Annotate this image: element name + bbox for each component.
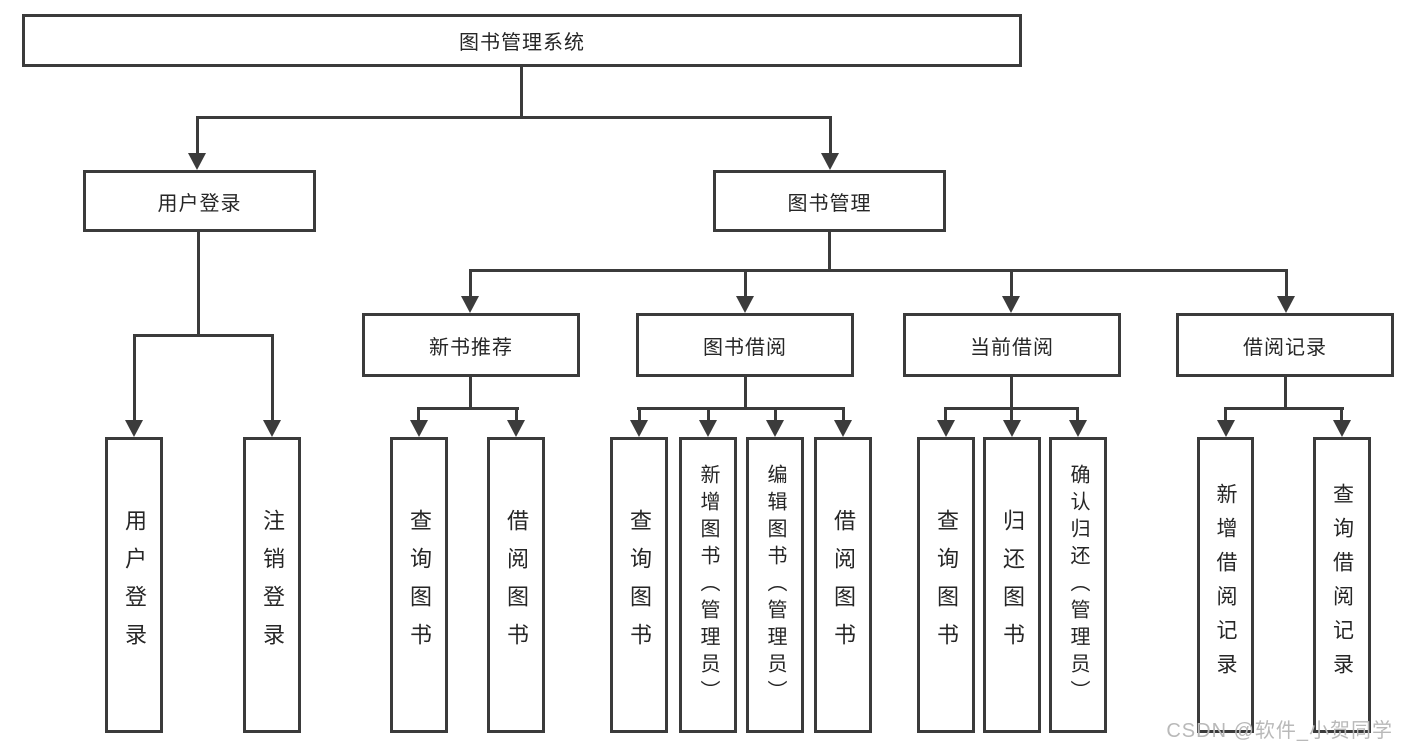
node-label: 查询图书 [627,509,652,661]
arrowhead-down-icon [1002,296,1020,313]
connector-drop [944,407,947,420]
node-label: 借阅图书 [504,509,529,661]
node-add-books-admin: 新增图书（管理员） [679,437,737,733]
node-user-login: 用户登录 [83,170,316,232]
arrowhead-down-icon [1003,420,1021,437]
arrowhead-down-icon [461,296,479,313]
node-label: 确认归还（管理员） [1067,463,1089,707]
node-label: 编辑图书（管理员） [764,463,786,707]
connector-drop [1285,269,1288,296]
node-book-management: 图书管理 [713,170,946,232]
connector-drop [133,334,136,420]
node-label: 查询借阅记录 [1330,483,1354,687]
connector-stem [1284,377,1287,410]
watermark: CSDN @软件_小贺同学 [1166,720,1393,742]
node-logout: 注销登录 [243,437,301,733]
arrowhead-down-icon [1277,296,1295,313]
connector-drop [271,334,274,420]
connector-drop [515,407,518,420]
connector-drop [842,407,845,420]
node-query-books-current: 查询图书 [917,437,975,733]
connector-drop [1224,407,1227,420]
node-label: 借阅记录 [1243,336,1327,359]
node-label: 用户登录 [122,509,147,661]
node-user-login-action: 用户登录 [105,437,163,733]
connector-drop [638,407,641,420]
node-return-books: 归还图书 [983,437,1041,733]
connector-drop [1340,407,1343,420]
node-new-book-recommend: 新书推荐 [362,313,580,377]
arrowhead-down-icon [410,420,428,437]
node-confirm-return-admin: 确认归还（管理员） [1049,437,1107,733]
connector-drop [1010,269,1013,296]
arrowhead-down-icon [834,420,852,437]
arrowhead-down-icon [1069,420,1087,437]
arrowhead-down-icon [1333,420,1351,437]
arrowhead-down-icon [507,420,525,437]
node-label: 新增借阅记录 [1214,483,1237,687]
connector-user-login-drop [196,116,199,153]
connector-drop [469,269,472,296]
connector-drop [744,269,747,296]
node-query-borrow-record: 查询借阅记录 [1313,437,1371,733]
connector-level2-bar [469,269,1288,272]
connector-user-login-bar [133,334,274,337]
node-label: 新书推荐 [429,336,513,359]
node-label: 查询图书 [934,509,959,661]
connector-drop [774,407,777,420]
node-borrowing-records: 借阅记录 [1176,313,1394,377]
node-library-system: 图书管理系统 [22,14,1022,67]
connector-drop [417,407,420,420]
connector-stem [469,377,472,410]
node-label: 归还图书 [1000,509,1025,661]
connector-bar [1224,407,1344,410]
arrowhead-down-icon [937,420,955,437]
arrowhead-down-icon [1217,420,1235,437]
node-label: 图书借阅 [703,336,787,359]
arrowhead-down-icon [699,420,717,437]
arrowhead-down-icon [766,420,784,437]
node-label: 图书管理 [787,192,872,215]
connector-user-login-stem [197,232,200,337]
connector-bar [637,407,845,410]
arrowhead-down-icon [736,296,754,313]
connector-drop [707,407,710,420]
connector-book-mgmt-drop [829,116,832,153]
node-query-books-borrowing: 查询图书 [610,437,668,733]
node-label: 查询图书 [407,509,432,661]
connector-drop [1010,407,1013,420]
connector-drop [1076,407,1079,420]
node-borrow-books-recommend: 借阅图书 [487,437,545,733]
connector-stem [1010,377,1013,410]
node-label: 新增图书（管理员） [697,463,719,707]
node-label: 当前借阅 [970,336,1054,359]
node-edit-books-admin: 编辑图书（管理员） [746,437,804,733]
connector-level1-bar [196,116,832,119]
node-current-borrowing: 当前借阅 [903,313,1121,377]
node-label: 注销登录 [260,509,285,661]
arrowhead-down-icon [125,420,143,437]
connector-bar [417,407,519,410]
node-label: 图书管理系统 [459,32,585,54]
node-query-books-recommend: 查询图书 [390,437,448,733]
node-book-borrowing: 图书借阅 [636,313,854,377]
arrowhead-down-icon [821,153,839,170]
arrowhead-down-icon [630,420,648,437]
node-label: 借阅图书 [831,509,856,661]
arrowhead-down-icon [263,420,281,437]
connector-book-mgmt-stem [828,232,831,272]
connector-root-stem [520,67,523,116]
node-add-borrow-record: 新增借阅记录 [1197,437,1254,733]
node-label: 用户登录 [157,192,242,215]
connector-stem [744,377,747,410]
node-borrow-books-borrowing: 借阅图书 [814,437,872,733]
arrowhead-down-icon [188,153,206,170]
